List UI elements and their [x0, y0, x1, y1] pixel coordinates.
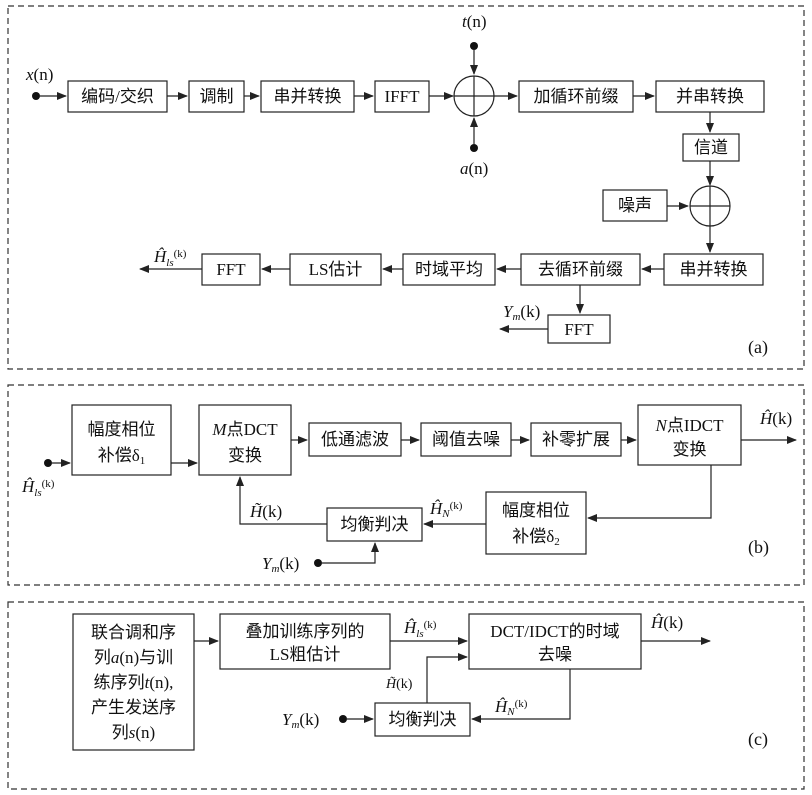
block-dct-line2: 去噪 — [538, 645, 572, 664]
block-noise-label: 噪声 — [618, 196, 652, 215]
panel-a: x(n) 编码/交织 调制 串并转换 IFFT t(n) a(n) 加循环前缀 — [8, 6, 804, 369]
a-input-dot — [470, 144, 478, 152]
hls-label-c: Ĥls(k) — [403, 618, 437, 640]
ym-input-dot-b — [314, 559, 322, 567]
block-comp2-line1: 幅度相位 — [502, 501, 570, 520]
block-threshold-label: 阈值去噪 — [432, 430, 500, 449]
block-nidct-line1: N点IDCT — [654, 416, 724, 435]
panel-a-frame — [8, 6, 804, 369]
block-joint-line1: 联合调和序 — [91, 623, 176, 642]
block-dct-line1: DCT/IDCT的时域 — [490, 622, 619, 641]
block-sp2-label: 串并转换 — [680, 260, 748, 279]
block-removecp-label: 去循环前缀 — [538, 260, 623, 279]
arrow-equalize-to-dct — [427, 657, 467, 703]
panel-b-label: (b) — [748, 537, 769, 558]
block-sp-label: 串并转换 — [274, 87, 342, 106]
arrow-dct-to-equalize — [472, 669, 570, 719]
hn-label-c: ĤN(k) — [494, 697, 528, 718]
hls-output-label-a: Ĥls(k) — [153, 247, 187, 269]
hn-label-b: ĤN(k) — [429, 499, 463, 520]
block-joint-line2: 列a(n)与训 — [94, 648, 173, 667]
adder-noise-sum — [690, 186, 730, 226]
panel-c-label: (c) — [748, 729, 768, 750]
hhat-output-label-c: Ĥ(k) — [650, 613, 683, 632]
ym-output-label-a: Ym(k) — [503, 302, 540, 323]
block-ls-coarse-line1: 叠加训练序列的 — [246, 622, 365, 641]
x-signal-label: x(n) — [25, 65, 53, 84]
t-signal-label: t(n) — [462, 12, 487, 31]
block-fft1-label: FFT — [216, 260, 246, 279]
block-timeavg-label: 时域平均 — [415, 260, 483, 279]
block-comp1-line1: 幅度相位 — [88, 420, 156, 439]
t-input-dot — [470, 42, 478, 50]
panel-c: 联合调和序 列a(n)与训 练序列t(n), 产生发送序 列s(n) 叠加训练序… — [8, 602, 804, 789]
block-modulate-label: 调制 — [200, 87, 234, 106]
block-zeropad-label: 补零扩展 — [542, 430, 610, 449]
block-channel-label: 信道 — [694, 138, 728, 157]
block-lpf-label: 低通滤波 — [321, 430, 389, 449]
panel-a-label: (a) — [748, 337, 768, 358]
block-mdct-line1: M点DCT — [211, 420, 278, 439]
block-fft2-label: FFT — [564, 320, 594, 339]
htilde-label-c: H̃(k) — [385, 676, 413, 692]
block-comp2-line2: 补偿δ2 — [512, 527, 560, 548]
block-addcp-label: 加循环前缀 — [534, 87, 619, 106]
htilde-label-b: H̃(k) — [249, 502, 282, 521]
block-equalize-label-b: 均衡判决 — [341, 515, 409, 534]
x-input-dot — [32, 92, 40, 100]
ym-input-label-c: Ym(k) — [282, 710, 319, 731]
adder-training-sum — [454, 76, 494, 116]
arrow-ym-to-equalize — [322, 543, 375, 563]
block-ls-label: LS估计 — [309, 260, 363, 279]
hhat-output-label-b: Ĥ(k) — [759, 409, 792, 428]
hls-input-label-b: Ĥls(k) — [21, 477, 55, 499]
block-joint-line5: 列s(n) — [112, 723, 155, 742]
block-ps-label: 并串转换 — [676, 87, 744, 106]
arrow-nidct-to-comp2 — [588, 465, 711, 518]
block-ifft-label: IFFT — [385, 87, 421, 106]
block-joint-line3: 练序列t(n), — [94, 673, 174, 692]
block-comp1-line2: 补偿δ1 — [98, 446, 146, 467]
block-joint-line4: 产生发送序 — [91, 698, 176, 717]
ym-input-dot-c — [339, 715, 347, 723]
ym-input-label-b: Ym(k) — [262, 554, 299, 575]
block-mdct-line2: 变换 — [228, 446, 262, 465]
block-equalize-label-c: 均衡判决 — [389, 710, 457, 729]
block-encode-label: 编码/交织 — [81, 87, 154, 106]
a-signal-label: a(n) — [460, 159, 488, 178]
panel-b: Ĥls(k) 幅度相位 补偿δ1 M点DCT 变换 低通滤波 阈值去噪 补零扩展… — [8, 385, 804, 585]
hls-input-dot — [44, 459, 52, 467]
block-ls-coarse-line2: LS粗估计 — [270, 645, 341, 664]
block-nidct-line2: 变换 — [673, 440, 707, 459]
